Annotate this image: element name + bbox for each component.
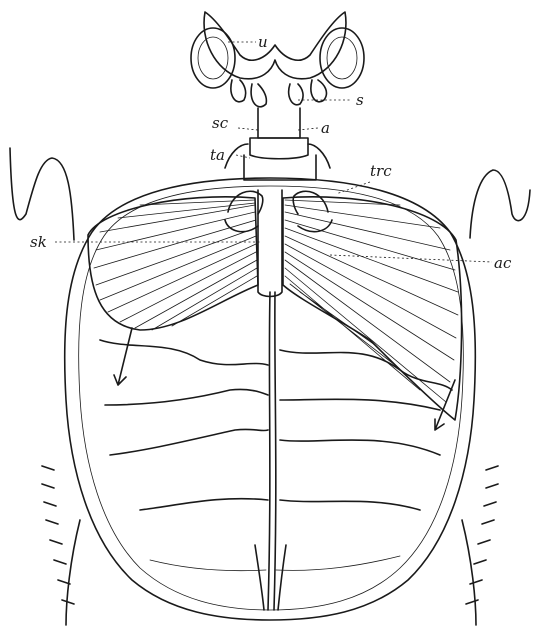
label-u: u	[258, 33, 268, 51]
head-appendages	[191, 12, 364, 107]
label-a: a	[321, 119, 330, 137]
neck-structure	[225, 108, 330, 180]
label-sc: sc	[212, 114, 229, 132]
label-ta: ta	[210, 146, 225, 164]
central-skeleton	[225, 190, 332, 297]
label-sk: sk	[30, 233, 47, 251]
left-muscle-fan	[88, 197, 258, 330]
label-s: s	[356, 91, 364, 109]
leader-lines	[55, 42, 492, 262]
label-trc: trc	[370, 162, 392, 180]
flow-arrows	[114, 328, 455, 430]
right-muscle-fan	[283, 197, 462, 420]
carapace-inner-outline	[79, 186, 464, 610]
ventral-plates	[100, 292, 452, 610]
label-ac: ac	[494, 254, 512, 272]
